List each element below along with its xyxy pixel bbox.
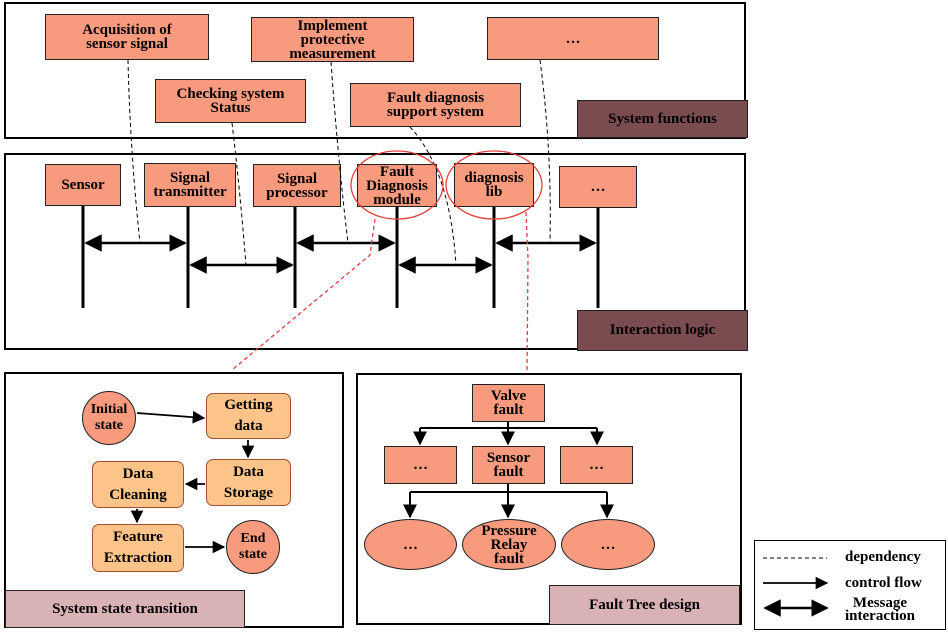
initial-state-circle: Initial state bbox=[82, 391, 136, 445]
legend-message-label: Message interaction bbox=[845, 595, 915, 624]
sensor-fault-box: Sensor fault bbox=[472, 446, 545, 484]
left-fault-box: … bbox=[384, 446, 457, 484]
left-fault-label: … bbox=[413, 457, 428, 473]
pressure-relay-fault-ellipse: Pressure Relay fault bbox=[462, 519, 556, 570]
legend-dependency-label: dependency bbox=[845, 549, 921, 565]
data-storage-label: Data Storage bbox=[223, 463, 274, 501]
more-components-label: … bbox=[590, 179, 606, 195]
signal-transmitter-label: Signal transmitter bbox=[153, 170, 227, 200]
end-state-circle: End state bbox=[226, 520, 280, 574]
more-functions-label: … bbox=[565, 30, 581, 47]
feature-extraction-label: Feature Extraction bbox=[103, 529, 173, 566]
data-cleaning-label: Data Cleaning bbox=[109, 465, 167, 503]
sensor-fault-label: Sensor fault bbox=[486, 450, 531, 480]
acquisition-sensor-signal-box: Acquisition of sensor signal bbox=[45, 14, 209, 60]
fault-diagnosis-support-box: Fault diagnosis support system bbox=[350, 83, 521, 127]
right-fault-box: … bbox=[560, 446, 633, 484]
interaction-logic-tag: Interaction logic bbox=[577, 310, 748, 351]
checking-system-status-box: Checking system Status bbox=[155, 79, 306, 123]
legend: dependency control flow Message interact… bbox=[754, 540, 946, 630]
fault-tree-tag-label: Fault Tree design bbox=[589, 596, 700, 613]
initial-state-label: Initial state bbox=[90, 402, 128, 433]
more-components-box: … bbox=[559, 166, 637, 208]
end-state-label: End state bbox=[239, 531, 267, 562]
fault-tree-tag: Fault Tree design bbox=[549, 585, 740, 625]
diagnosis-lib-label: diagnosis lib bbox=[464, 170, 524, 200]
sensor-box: Sensor bbox=[45, 164, 121, 206]
system-functions-tag-label: System functions bbox=[608, 110, 717, 127]
sensor-label: Sensor bbox=[61, 177, 105, 193]
interaction-logic-tag-label: Interaction logic bbox=[609, 322, 716, 338]
pressure-relay-fault-label: Pressure Relay fault bbox=[481, 522, 537, 567]
left-leaf-ellipse: … bbox=[364, 519, 457, 570]
acquisition-sensor-signal-label: Acquisition of sensor signal bbox=[82, 22, 172, 52]
fault-diagnosis-module-box: Fault Diagnosis module bbox=[357, 164, 437, 207]
state-transition-tag-label: System state transition bbox=[52, 600, 198, 617]
more-functions-box: … bbox=[487, 17, 659, 60]
state-transition-tag: System state transition bbox=[5, 590, 245, 628]
valve-fault-label: Valve fault bbox=[490, 388, 527, 418]
signal-processor-label: Signal processor bbox=[266, 170, 328, 201]
right-leaf-label: … bbox=[600, 536, 616, 553]
data-storage-state: Data Storage bbox=[206, 459, 291, 506]
getting-data-label: Getting data bbox=[224, 397, 273, 434]
fault-diagnosis-support-label: Fault diagnosis support system bbox=[386, 90, 485, 120]
implement-protective-box: Implement protective measurement bbox=[251, 17, 414, 62]
signal-processor-box: Signal processor bbox=[253, 164, 341, 207]
signal-transmitter-box: Signal transmitter bbox=[144, 163, 236, 207]
legend-symbols bbox=[763, 557, 829, 617]
valve-fault-box: Valve fault bbox=[472, 384, 545, 422]
implement-protective-label: Implement protective measurement bbox=[289, 17, 376, 62]
left-leaf-label: … bbox=[403, 536, 418, 553]
legend-control-label: control flow bbox=[845, 575, 922, 591]
feature-extraction-state: Feature Extraction bbox=[92, 524, 184, 572]
fault-diagnosis-module-label: Fault Diagnosis module bbox=[366, 163, 428, 208]
system-functions-tag: System functions bbox=[577, 100, 748, 138]
right-fault-label: … bbox=[589, 457, 604, 473]
fault-tree-frame bbox=[356, 373, 742, 625]
right-leaf-ellipse: … bbox=[561, 519, 655, 570]
data-cleaning-state: Data Cleaning bbox=[92, 461, 184, 508]
getting-data-state: Getting data bbox=[206, 393, 291, 439]
diagnosis-lib-box: diagnosis lib bbox=[454, 163, 534, 207]
checking-system-status-label: Checking system Status bbox=[176, 86, 285, 116]
